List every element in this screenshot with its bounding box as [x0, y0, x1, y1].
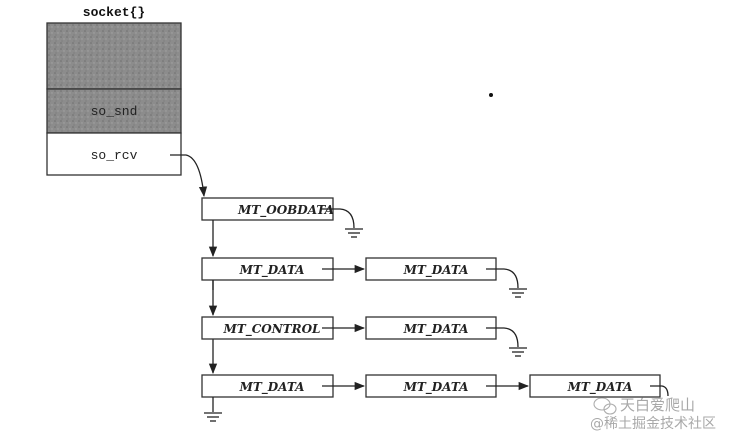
mbuf-row-2: MT_DATA MT_DATA — [201, 257, 528, 298]
so-rcv-pointer-arrow — [170, 154, 208, 198]
null-ground-icon — [508, 347, 528, 357]
socket-struct: socket{} so_snd so_rcv — [46, 5, 182, 176]
socket-title: socket{} — [83, 5, 145, 20]
speck-dot — [489, 93, 493, 97]
mbuf-type-label: MT_OOBDATA — [237, 203, 334, 218]
socket-field-top — [46, 22, 182, 90]
null-pointer-line — [486, 268, 519, 289]
mbuf-type-label: MT_DATA — [403, 263, 469, 278]
wechat-icon — [593, 397, 617, 415]
watermark-author: 天白爱爬山 — [620, 396, 695, 414]
null-pointer-line — [650, 385, 669, 397]
mbuf-row-3: MT_CONTROL MT_DATA — [201, 316, 528, 357]
socket-field-so-snd — [46, 88, 182, 134]
so-rcv-label: so_rcv — [91, 148, 138, 163]
null-pointer-line — [322, 208, 355, 229]
socket-field-so-rcv — [46, 132, 182, 176]
mbuf-type-label: MT_DATA — [239, 263, 305, 278]
null-ground-icon — [203, 412, 223, 422]
watermark: 天白爱爬山 @稀土掘金技术社区 — [590, 396, 716, 432]
mbuf-row-1: MT_OOBDATA — [201, 197, 364, 238]
null-ground-icon — [344, 228, 364, 238]
so-snd-label: so_snd — [91, 104, 138, 119]
watermark-site: @稀土掘金技术社区 — [590, 416, 716, 432]
mbuf-type-label: MT_DATA — [403, 322, 469, 337]
mbuf-type-label: MT_CONTROL — [223, 322, 321, 337]
null-pointer-line — [486, 327, 519, 348]
mbuf-row-4: MT_DATA MT_DATA MT_DATA — [201, 374, 669, 422]
mbuf-type-label: MT_DATA — [239, 380, 305, 395]
null-ground-icon — [508, 288, 528, 298]
mbuf-type-label: MT_DATA — [403, 380, 469, 395]
mbuf-type-label: MT_DATA — [567, 380, 633, 395]
